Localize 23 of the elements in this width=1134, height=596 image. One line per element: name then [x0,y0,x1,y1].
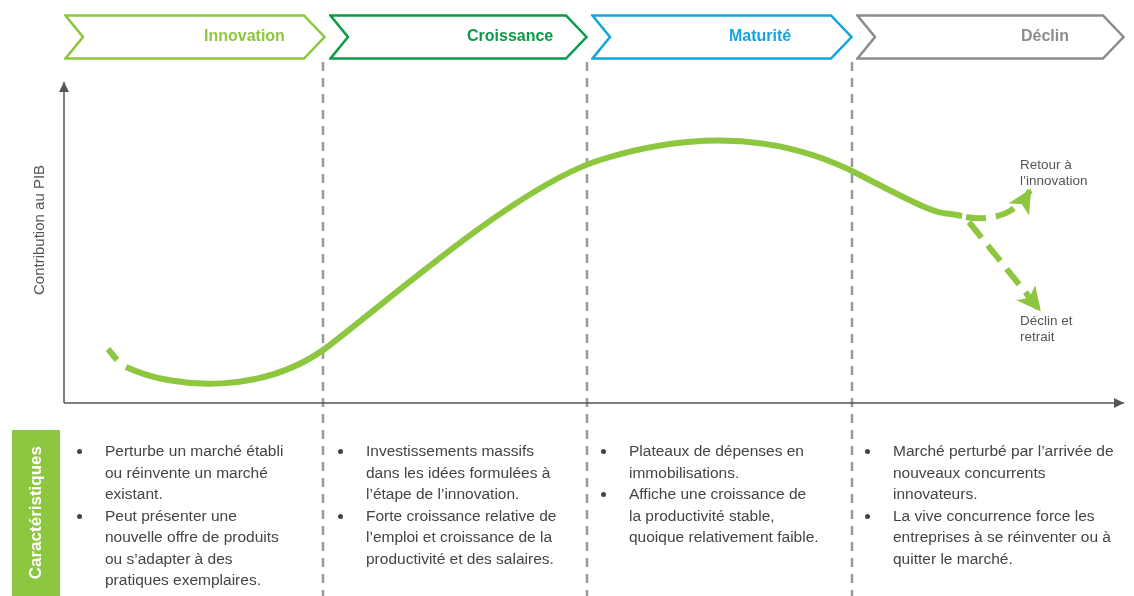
stage-header [591,14,853,60]
axis-title: Contribution au PIB [30,163,47,298]
arrow [965,188,1033,222]
bullet-text: Marché perturbé par l’arrivée de nouveaux concurrents innovateurs. [893,441,1115,504]
stage-header [856,14,1125,60]
stage-header [64,14,326,60]
arrow [966,220,1042,312]
bullet-text: Forte croissance relative de l’emploi et croissance de la productivité et des salaires. [366,505,558,569]
stage-label: Croissance [467,27,554,45]
category-label: Caractéristiques [26,446,46,580]
category-band [12,430,60,596]
stage-header [329,14,588,60]
stage-label: Maturité [729,27,792,45]
bullet-text: Affiche une croissance de la productivité stable, quoique relativement faible. [629,484,820,547]
outcome-label: Déclin et retrait [1020,313,1090,345]
outcome-label: Retour à l’innovation [1020,157,1125,189]
bullet-text: Plateaux de dépenses en immobilisations. [629,441,805,483]
bullet-text: Investissements massifs dans les idées formulées à l’étape de l’innovation. [366,441,552,504]
bullet-text: Peut présenter une nouvelle offre de produits ou s’adapter à des pratiques exemplaires. [105,505,280,590]
bullet-text: La vive concurrence force les entreprises à se réinventer ou à quitter le marché. [893,505,1112,569]
stage-label: Innovation [204,27,285,45]
stage-label: Déclin [1021,27,1069,45]
bullet-text: Perturbe un marché établi ou réinvente un marché existant. [105,441,285,504]
